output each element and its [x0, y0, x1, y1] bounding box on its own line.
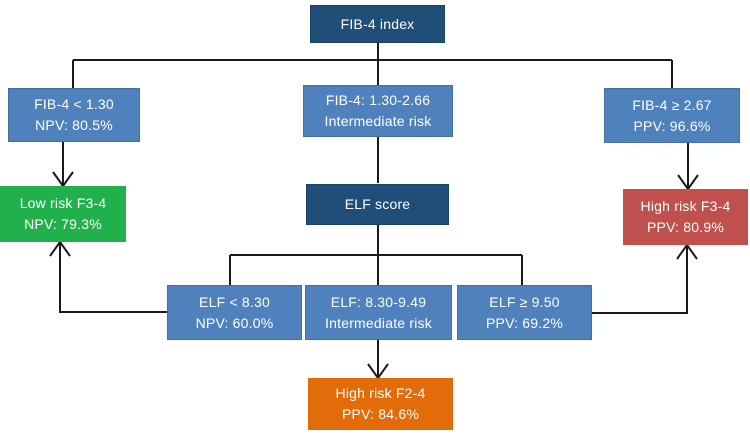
node-fib4-above-2-67: FIB-4 ≥ 2.67 PPV: 96.6%	[604, 88, 740, 143]
node-sublabel: NPV: 79.3%	[24, 216, 102, 232]
arrowhead-down-highf34	[677, 174, 699, 191]
node-elf-score: ELF score	[306, 184, 449, 225]
node-label: ELF: 8.30-9.49	[330, 293, 427, 310]
edge-elflow-to-lowrisk	[59, 242, 167, 313]
node-label: High risk F3-4	[640, 198, 731, 214]
node-fib4-below-1-30: FIB-4 < 1.30 NPV: 80.5%	[8, 88, 140, 142]
node-fib4-index: FIB-4 index	[310, 5, 445, 43]
node-label: FIB-4 ≥ 2.67	[632, 96, 712, 113]
node-low-risk-f3-4: Low risk F3-4 NPV: 79.3%	[0, 186, 126, 242]
node-sublabel: Intermediate risk	[324, 113, 432, 129]
node-elf-above-9-50: ELF ≥ 9.50 PPV: 69.2%	[457, 285, 592, 340]
node-high-risk-f3-4: High risk F3-4 PPV: 80.9%	[623, 189, 748, 245]
node-sublabel: NPV: 80.5%	[35, 117, 113, 133]
node-sublabel: Intermediate risk	[325, 314, 432, 331]
node-elf-intermediate: ELF: 8.30-9.49 Intermediate risk	[305, 285, 452, 340]
node-label: High risk F2-4	[335, 385, 426, 401]
arrowhead-down-lowrisk	[52, 171, 74, 188]
node-high-risk-f2-4: High risk F2-4 PPV: 84.6%	[308, 378, 453, 430]
node-sublabel: PPV: 84.6%	[342, 406, 419, 422]
edge-elfhigh-to-highf34	[592, 245, 688, 314]
node-label: Low risk F3-4	[19, 195, 107, 211]
node-label: FIB-4 index	[340, 15, 415, 32]
node-sublabel: PPV: 80.9%	[647, 219, 724, 235]
node-sublabel: PPV: 69.2%	[486, 314, 563, 331]
node-label: ELF ≥ 9.50	[489, 293, 560, 310]
arrowhead-up-highf34	[676, 243, 698, 260]
node-elf-below-8-30: ELF < 8.30 NPV: 60.0%	[167, 285, 302, 340]
node-label: ELF score	[344, 196, 411, 212]
node-sublabel: PPV: 96.6%	[633, 117, 711, 134]
node-sublabel: NPV: 60.0%	[195, 314, 274, 331]
arrowhead-up-lowrisk	[49, 240, 71, 257]
arrowhead-down-highf24	[367, 363, 389, 380]
node-fib4-intermediate: FIB-4: 1.30-2.66 Intermediate risk	[303, 85, 453, 137]
node-label: FIB-4 < 1.30	[34, 96, 114, 112]
node-label: FIB-4: 1.30-2.66	[325, 92, 431, 108]
node-label: ELF < 8.30	[199, 293, 270, 310]
